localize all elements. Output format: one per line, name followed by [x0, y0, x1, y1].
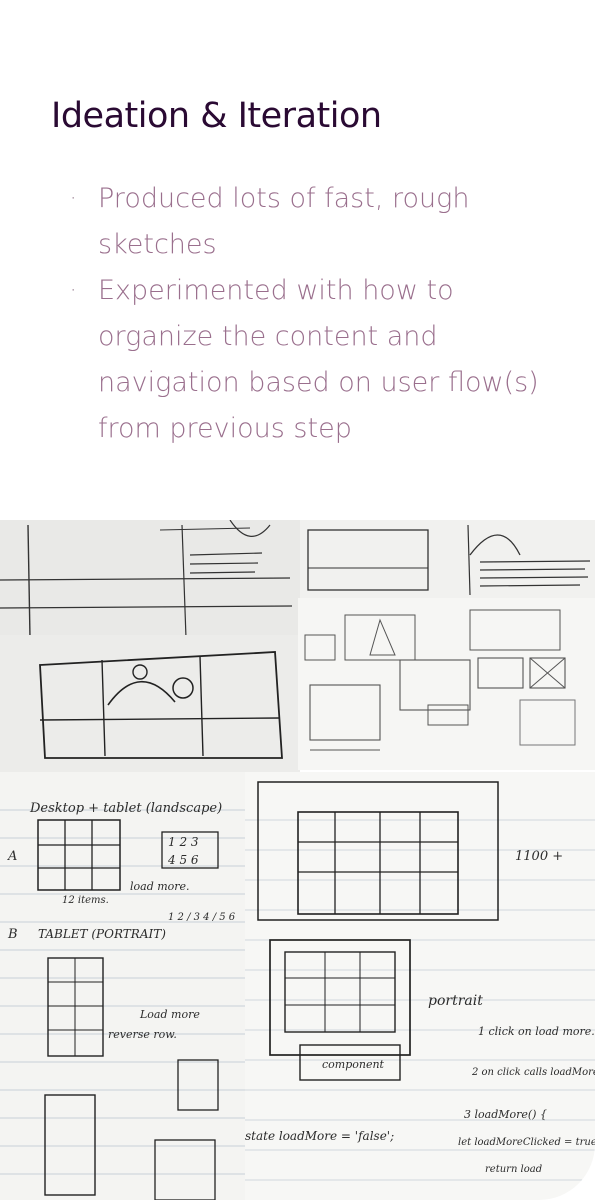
- note-return-line: return load: [485, 1164, 542, 1175]
- sketch-bottom-left-notebook: Desktop + tablet (landscape) A 1 2 3 4 5…: [0, 772, 245, 1200]
- note-portrait: portrait: [428, 993, 483, 1009]
- bullet-item: · Produced lots of fast, rough sketches: [70, 176, 570, 268]
- note-let-line: let loadMoreClicked = true: [458, 1137, 595, 1148]
- note-step-1: 1 click on load more.: [478, 1025, 595, 1038]
- sketch-top-left: [0, 520, 300, 645]
- note-marker-b: B: [7, 927, 18, 942]
- bullet-item: · Experimented with how to organize the …: [70, 268, 570, 452]
- note-12-items: 12 items.: [62, 895, 109, 906]
- section-title: Ideation & Iteration: [51, 96, 382, 136]
- note-desktop-tablet: Desktop + tablet (landscape): [29, 801, 222, 816]
- note-step-2: 2 on click calls loadMore(): [471, 1067, 595, 1078]
- bullet-text: Experimented with how to organize the co…: [98, 275, 539, 444]
- note-load-more-2: Load more: [139, 1008, 200, 1021]
- note-load-more: load more.: [130, 880, 190, 893]
- note-width-1100: 1100 +: [515, 849, 563, 864]
- note-reverse-row: reverse row.: [108, 1028, 177, 1041]
- note-grid-row1: 1 2 3: [168, 835, 199, 849]
- sketch-middle-left: [0, 635, 300, 775]
- note-step-3: 3 loadMore() {: [464, 1108, 547, 1121]
- bullet-dot-icon: ·: [70, 278, 77, 302]
- note-grid-row2: 4 5 6: [167, 853, 199, 867]
- bullet-text: Produced lots of fast, rough sketches: [98, 183, 470, 260]
- sketch-top-right: [300, 520, 595, 600]
- note-small-grid: 1 2 / 3 4 / 5 6: [168, 912, 236, 923]
- note-tablet-portrait: TABLET (PORTRAIT): [38, 927, 166, 941]
- sketch-bottom-right-notebook: 1100 + component portrait 1 click on loa…: [245, 772, 595, 1200]
- note-state-line: state loadMore = 'false';: [245, 1129, 394, 1143]
- note-marker-a: A: [7, 849, 17, 864]
- note-component: component: [322, 1058, 385, 1071]
- bullet-list: · Produced lots of fast, rough sketches …: [70, 176, 570, 452]
- sketch-collage: Desktop + tablet (landscape) A 1 2 3 4 5…: [0, 520, 595, 1200]
- bullet-dot-icon: ·: [70, 186, 77, 210]
- sketch-collage-image: Desktop + tablet (landscape) A 1 2 3 4 5…: [0, 520, 595, 1200]
- sketch-middle-right: [298, 598, 595, 770]
